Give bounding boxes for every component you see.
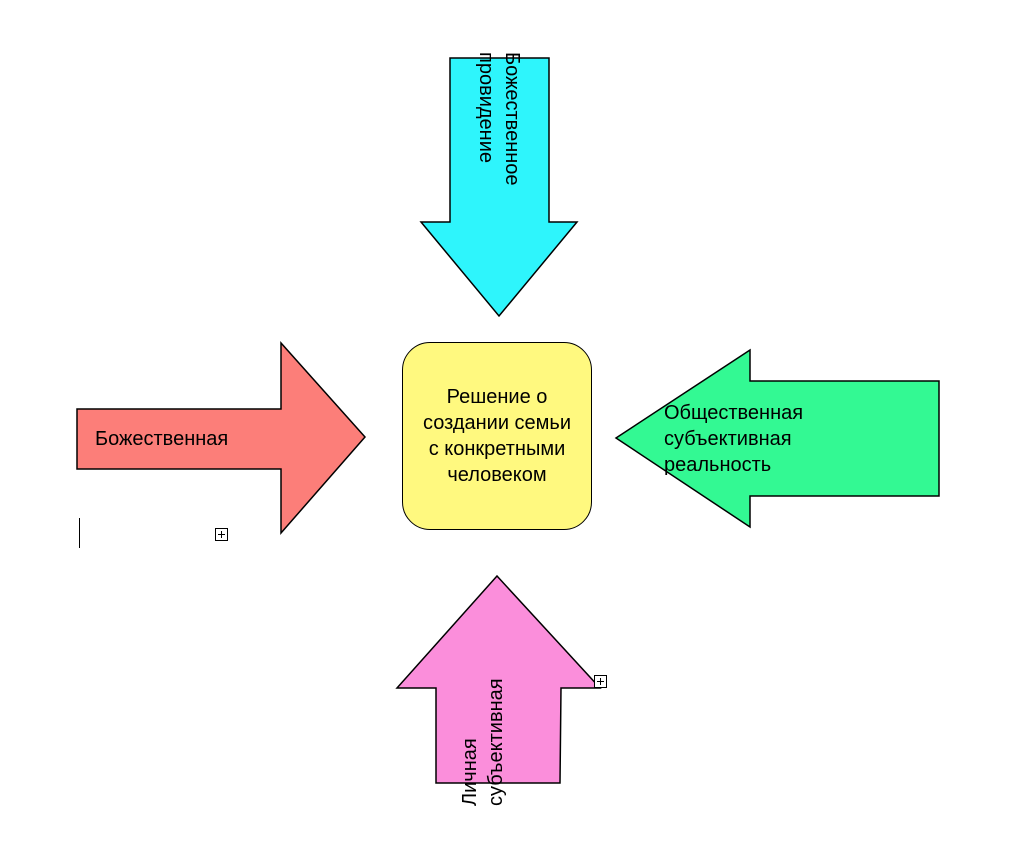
arrow-top[interactable]: [419, 57, 579, 318]
decision-label: Решение о создании семьи с конкретными ч…: [422, 386, 572, 486]
arrow-right[interactable]: [614, 348, 940, 529]
arrow-left[interactable]: [76, 341, 367, 535]
arrow-bottom-label: Личная субъективная: [459, 678, 507, 806]
arrow-right-label: Общественная субъективная реальность: [664, 402, 804, 476]
plus-square-icon[interactable]: [594, 675, 607, 688]
arrow-bottom[interactable]: [395, 574, 602, 784]
decision-box[interactable]: Решение о создании семьи с конкретными ч…: [402, 342, 592, 530]
arrow-top-label: Божественное провидение: [475, 52, 523, 186]
arrow-left-label: Божественная: [95, 428, 229, 450]
text-cursor: [79, 518, 80, 548]
plus-square-icon[interactable]: [215, 528, 228, 541]
